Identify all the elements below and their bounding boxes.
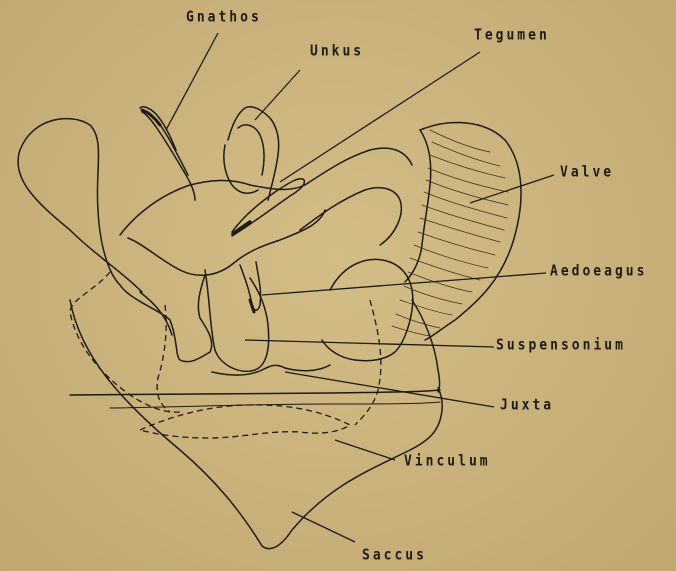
vinculum-leader — [335, 440, 395, 460]
vinculum-label: Vinculum — [404, 453, 491, 470]
left-process — [140, 292, 172, 335]
valve-label: Valve — [560, 164, 614, 181]
left-valve-outline — [18, 119, 142, 292]
gnathos-shading — [142, 110, 160, 125]
gnathos-arm-inner — [148, 112, 188, 175]
unkus-inner — [238, 125, 264, 175]
juxta-leader — [285, 372, 494, 407]
suspensonium-label: Suspensonium — [496, 337, 626, 354]
right-valve-outline — [420, 123, 521, 340]
juxta-band-lower — [110, 402, 440, 408]
unkus-leader — [255, 70, 300, 120]
dashed-center-contour — [157, 305, 170, 412]
dashed-juxta-contour — [140, 405, 350, 438]
tegumen-label: Tegumen — [474, 27, 550, 44]
dashed-left-contour — [70, 272, 180, 412]
juxta-label: Juxta — [500, 397, 554, 414]
unkus-label: Unkus — [310, 43, 364, 60]
tegumen-outline — [120, 148, 412, 235]
saccus-label: Saccus — [362, 547, 427, 564]
dashed-right-contour — [355, 300, 381, 425]
aedoeagus-label: Aedoeagus — [550, 263, 647, 280]
aedoeagus-leader — [262, 273, 546, 295]
central-plate — [300, 188, 401, 245]
valve-leader — [470, 175, 554, 203]
tegumen-lower — [128, 210, 325, 275]
juxta-band-upper — [70, 390, 440, 395]
suspensonium-tip-shading — [250, 300, 254, 312]
vinculum-outline — [70, 300, 442, 549]
saccus-leader — [292, 512, 355, 542]
suspensonium-leader — [245, 340, 494, 347]
gnathos-label: Gnathos — [186, 9, 262, 26]
right-lobe-lower — [322, 259, 413, 360]
gnathos-leader — [166, 33, 218, 130]
right-valve-inner — [405, 130, 431, 282]
